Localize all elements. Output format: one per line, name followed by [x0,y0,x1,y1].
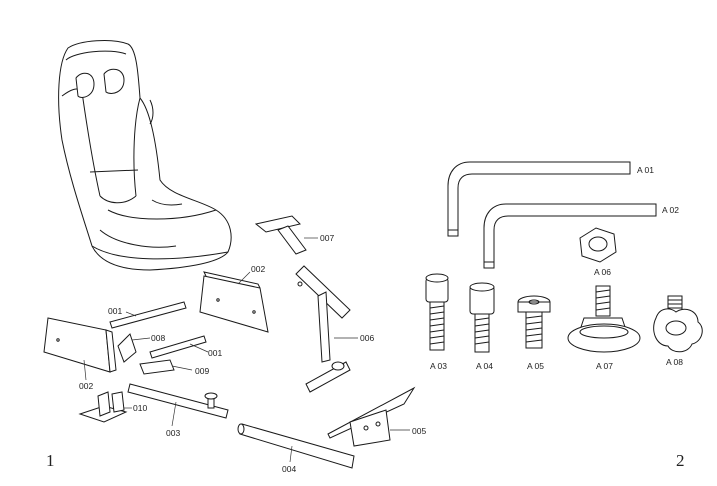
label-a07: A 07 [596,361,613,371]
hardware-a02-hex-key [483,203,657,269]
part-006 [295,265,358,393]
label-a03: A 03 [430,361,447,371]
page-number-left: 1 [46,451,55,470]
racing-seat [58,40,232,271]
label-010: 010 [133,403,147,413]
hardware-a07-foot [567,285,641,353]
part-002-left-plate [43,317,117,381]
label-008: 008 [151,333,165,343]
label-002-left: 002 [79,381,93,391]
hardware-a06-nut [579,227,617,263]
part-001-lower-bar [149,335,209,359]
hardware-a08-knob [653,295,703,353]
label-a01: A 01 [637,165,654,175]
hardware-a05-bolt [517,295,551,349]
label-004: 004 [282,464,296,474]
label-a08: A 08 [666,357,683,367]
part-010 [78,391,132,423]
label-002-right: 002 [251,264,265,274]
hardware-a03-bolt [425,273,449,351]
label-a06: A 06 [594,267,611,277]
part-009 [139,359,193,375]
hardware-a01-hex-key [447,161,631,237]
part-003 [127,383,229,427]
part-001-upper-bar [109,301,187,329]
label-003: 003 [166,428,180,438]
label-a04: A 04 [476,361,493,371]
label-001-lower: 001 [208,348,222,358]
page-number-right: 2 [676,451,685,470]
hardware-a04-bolt [469,282,495,353]
label-007: 007 [320,233,334,243]
label-006: 006 [360,333,374,343]
label-005: 005 [412,426,426,436]
label-001-upper: 001 [108,306,122,316]
label-009: 009 [195,366,209,376]
label-a05: A 05 [527,361,544,371]
label-a02: A 02 [662,205,679,215]
part-008 [117,333,151,363]
part-002-right-plate [199,271,269,333]
part-007 [254,215,318,255]
part-004 [237,423,355,469]
part-005 [327,386,416,447]
